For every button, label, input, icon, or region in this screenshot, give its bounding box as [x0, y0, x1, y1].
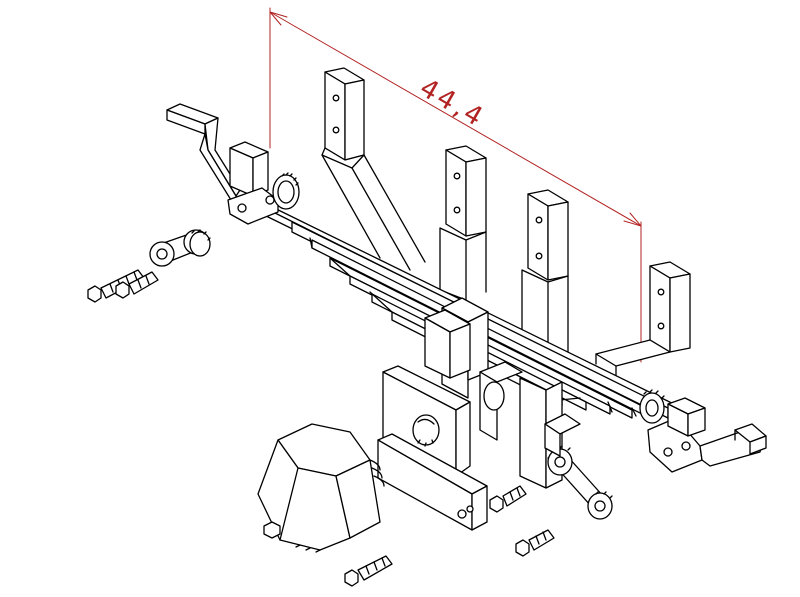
hanger-bracket-4	[595, 261, 691, 377]
bolt-front-2	[115, 271, 159, 299]
rear-shackle-bracket	[544, 413, 581, 457]
dimension-line	[269, 11, 642, 227]
bolt-center	[489, 485, 527, 513]
rear-hanger	[639, 389, 767, 473]
hanger-bracket-1	[321, 67, 426, 271]
bolt-bottom	[344, 555, 393, 587]
front-spring-eye-bushing	[272, 172, 300, 210]
bolt-right	[515, 529, 555, 557]
hanger-bracket-2	[439, 145, 487, 301]
axle-mount-plate	[382, 365, 471, 477]
hanger-bracket-3	[521, 189, 569, 361]
dimension-annotation	[269, 7, 642, 363]
front-hanger	[166, 103, 279, 225]
dimension-label: 44,4	[415, 73, 491, 134]
front-shackle-loose	[149, 229, 211, 267]
dimension-arrow-right	[623, 212, 642, 227]
spring-clamp-block	[424, 309, 471, 379]
hex-axle-block	[257, 423, 385, 553]
lower-mount-bar	[377, 433, 488, 531]
dimension-arrow-left	[269, 11, 288, 26]
